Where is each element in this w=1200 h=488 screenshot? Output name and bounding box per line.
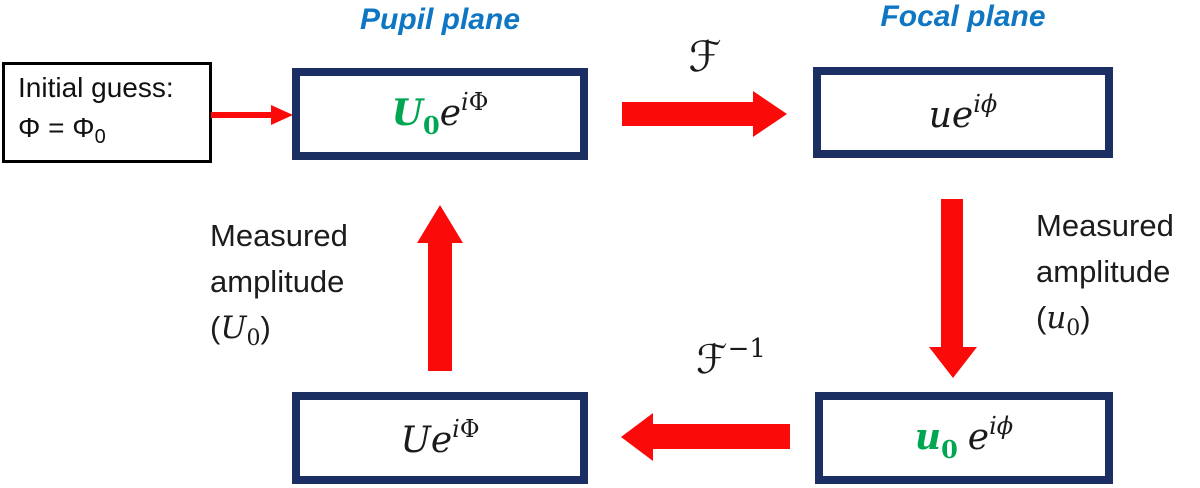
fourier-forward-label: ℱ bbox=[688, 32, 722, 81]
bottom-left-formula: UeiΦ bbox=[400, 415, 480, 461]
focal-plane-box: ueiϕ bbox=[813, 67, 1113, 158]
measured-amplitude-left-label: Measured amplitude (U0) bbox=[210, 218, 348, 351]
focal-plane-title: Focal plane bbox=[880, 0, 1046, 33]
initial-guess-line1: Initial guess: bbox=[18, 72, 174, 103]
pupil-plane-box: U0eiΦ bbox=[292, 68, 588, 160]
measured-amplitude-right-label: Measured amplitude (u0) bbox=[1036, 208, 1174, 341]
focal-formula: ueiϕ bbox=[928, 89, 998, 136]
initial-guess-box: Initial guess: Φ = Φ0 bbox=[2, 62, 212, 163]
fourier-inverse-label: ℱ−1 bbox=[696, 334, 766, 383]
initial-guess-line2: Φ = Φ0 bbox=[18, 112, 106, 148]
pupil-formula: U0eiΦ bbox=[391, 88, 489, 140]
pupil-plane-title: Pupil plane bbox=[359, 3, 521, 36]
bottom-left-box: UeiΦ bbox=[292, 392, 588, 484]
